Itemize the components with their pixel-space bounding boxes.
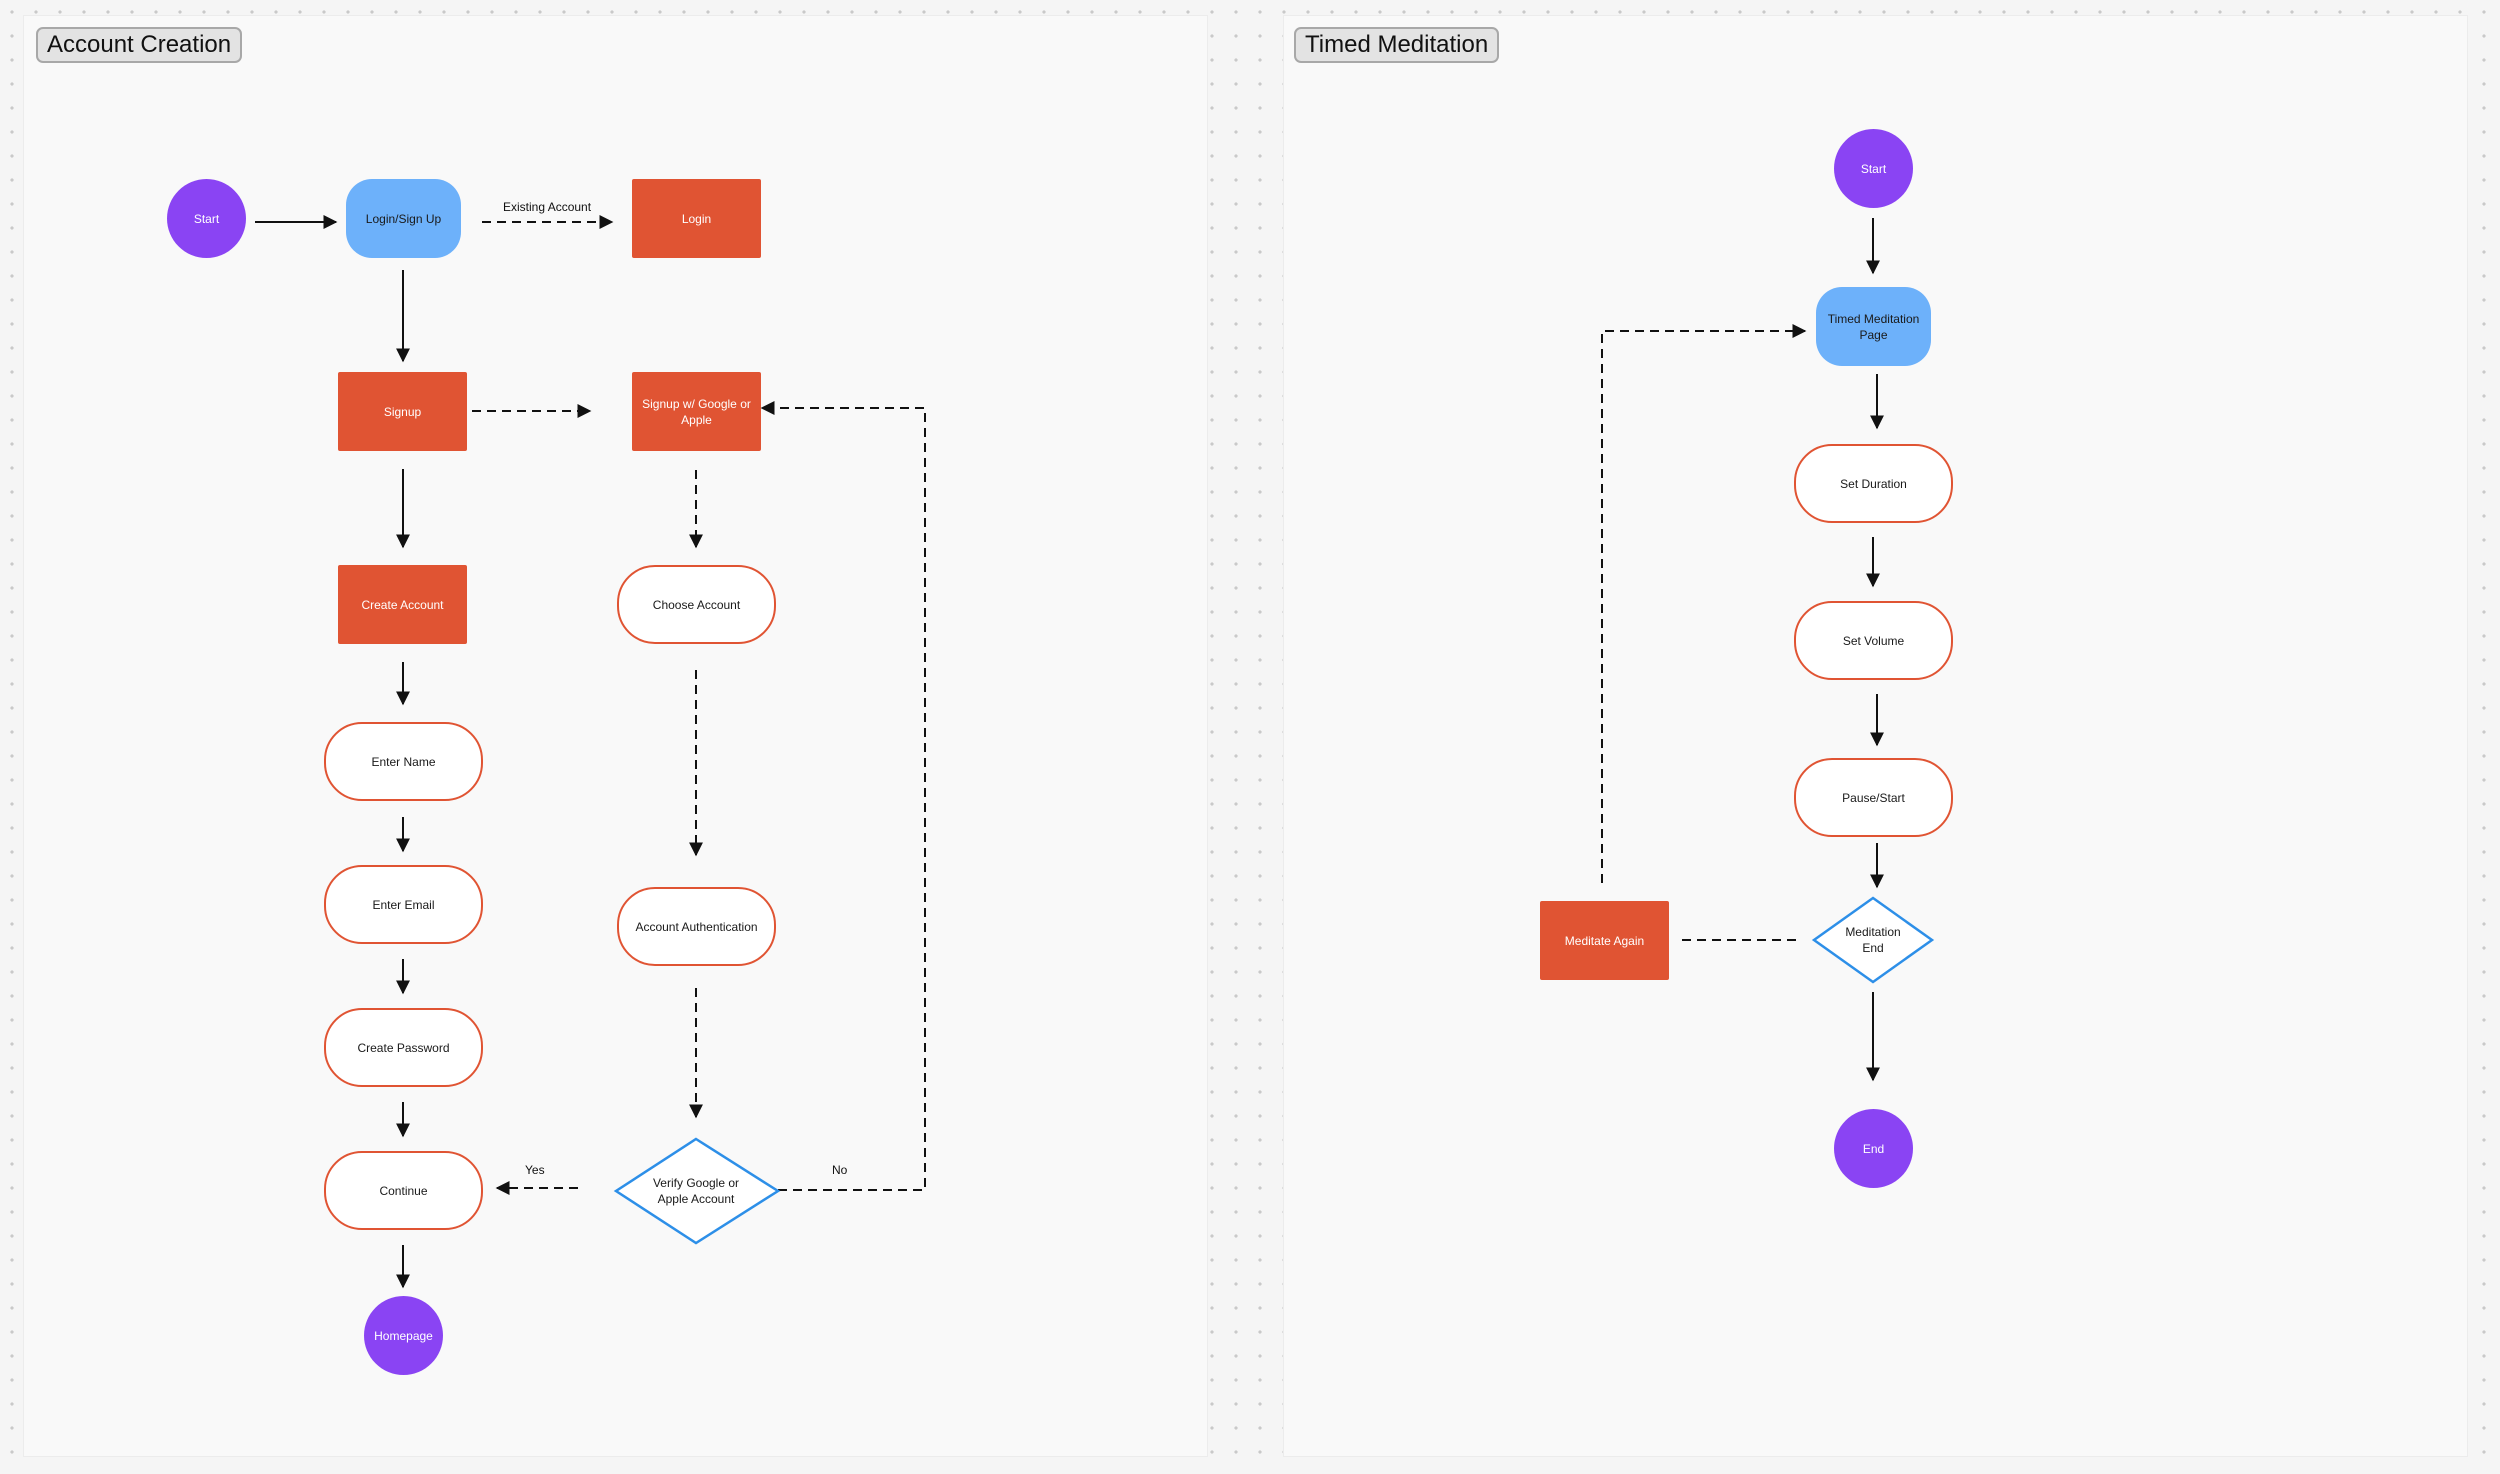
edge-verify-no-to-signup-google [760, 401, 926, 1191]
meditation-end-terminal-label: End [1862, 1141, 1885, 1156]
meditation-end-terminal-node[interactable]: End [1834, 1109, 1913, 1188]
enter-name-node[interactable]: Enter Name [324, 722, 483, 801]
signup-google-apple-label: Signup w/ Google or Apple [642, 396, 751, 427]
continue-node[interactable]: Continue [324, 1151, 483, 1230]
verify-account-label: Verify Google or Apple Account [652, 1176, 740, 1206]
meditation-start-label: Start [1860, 161, 1887, 176]
no-edge-label: No [832, 1163, 848, 1177]
homepage-node[interactable]: Homepage [364, 1296, 443, 1375]
login-label: Login [681, 211, 712, 226]
verify-account-decision-shape [613, 1137, 781, 1245]
choose-account-node[interactable]: Choose Account [617, 565, 776, 644]
account-authentication-node[interactable]: Account Authentication [617, 887, 776, 966]
account-authentication-label: Account Authentication [635, 919, 758, 934]
homepage-label: Homepage [374, 1328, 433, 1343]
account-creation-frame-label[interactable]: Account Creation [36, 27, 243, 63]
continue-label: Continue [379, 1183, 428, 1198]
meditate-again-node[interactable]: Meditate Again [1540, 901, 1669, 980]
existing-account-edge-label: Existing Account [503, 200, 592, 214]
pause-start-node[interactable]: Pause/Start [1794, 758, 1953, 837]
timed-meditation-frame-label[interactable]: Timed Meditation [1294, 27, 1500, 63]
create-account-label: Create Account [361, 597, 444, 612]
enter-name-label: Enter Name [371, 754, 436, 769]
choose-account-label: Choose Account [652, 597, 741, 612]
signup-google-apple-node[interactable]: Signup w/ Google or Apple [632, 372, 761, 451]
meditation-end-label: Meditation End [1845, 925, 1901, 955]
login-signup-label: Login/Sign Up [365, 211, 442, 226]
create-password-node[interactable]: Create Password [324, 1008, 483, 1087]
create-password-label: Create Password [357, 1040, 450, 1055]
create-account-node[interactable]: Create Account [338, 565, 467, 644]
meditation-end-node[interactable]: Meditation End [1838, 920, 1908, 960]
login-signup-node[interactable]: Login/Sign Up [346, 179, 461, 258]
account-start-node[interactable]: Start [167, 179, 246, 258]
enter-email-label: Enter Email [372, 897, 435, 912]
signup-node[interactable]: Signup [338, 372, 467, 451]
signup-label: Signup [383, 404, 422, 419]
timed-meditation-page-label: Timed Meditation Page [1827, 311, 1920, 342]
set-volume-label: Set Volume [1842, 633, 1905, 648]
timed-meditation-page-node[interactable]: Timed Meditation Page [1816, 287, 1931, 366]
verify-account-node[interactable]: Verify Google or Apple Account [646, 1161, 746, 1221]
meditate-again-label: Meditate Again [1564, 933, 1645, 948]
login-node[interactable]: Login [632, 179, 761, 258]
account-start-label: Start [193, 211, 220, 226]
meditation-start-node[interactable]: Start [1834, 129, 1913, 208]
pause-start-label: Pause/Start [1842, 790, 1905, 805]
set-duration-label: Set Duration [1840, 476, 1907, 491]
meditation-end-decision-shape [1811, 896, 1935, 984]
edge-meditate-again-to-page [1601, 324, 1807, 883]
enter-email-node[interactable]: Enter Email [324, 865, 483, 944]
set-duration-node[interactable]: Set Duration [1794, 444, 1953, 523]
set-volume-node[interactable]: Set Volume [1794, 601, 1953, 680]
yes-edge-label: Yes [525, 1163, 545, 1177]
